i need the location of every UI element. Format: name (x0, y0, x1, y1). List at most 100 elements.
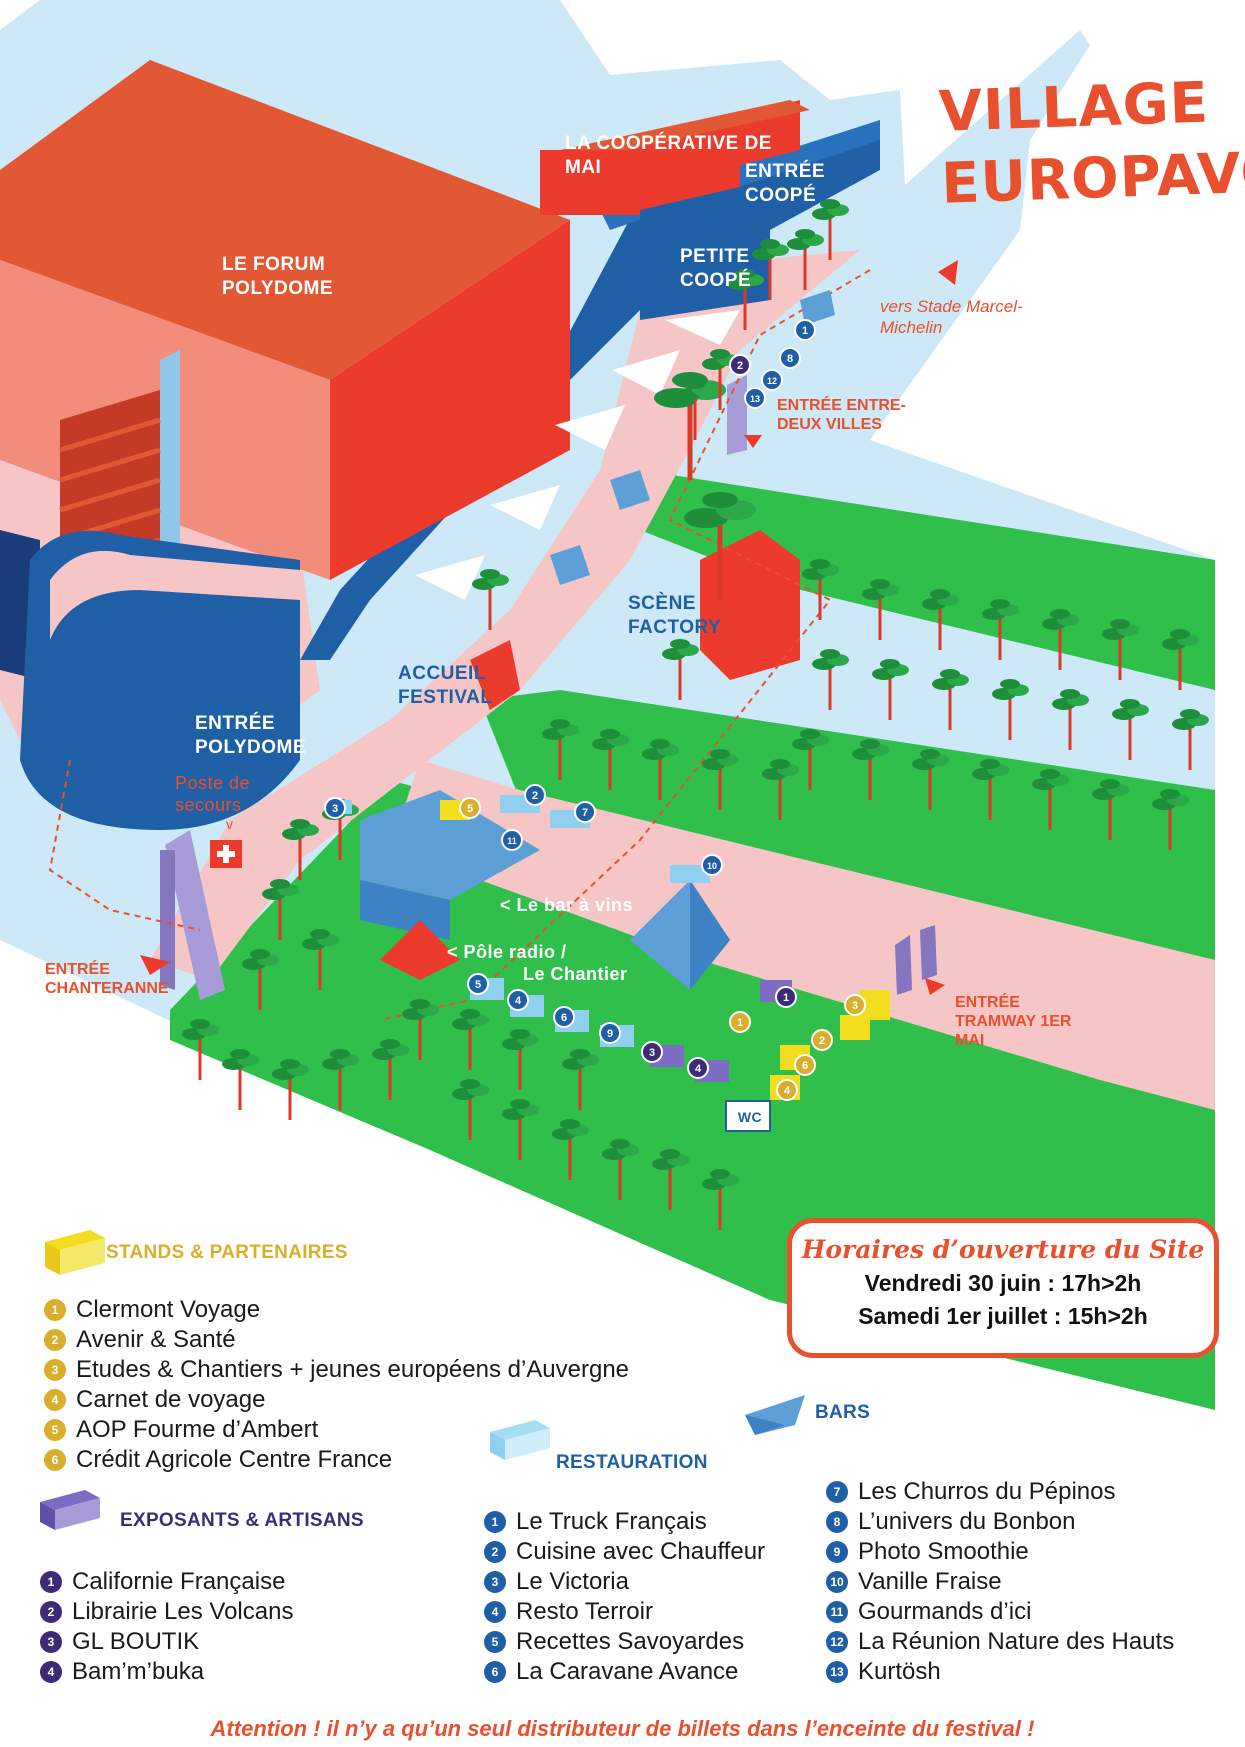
legend-label: Cuisine avec Chauffeur (516, 1538, 766, 1565)
map-marker-number: 1 (802, 325, 808, 337)
entrance-arches (160, 375, 937, 1000)
label-poste-arrow: v (226, 816, 234, 832)
legend-number: 12 (826, 1631, 848, 1653)
legend-number: 2 (40, 1601, 62, 1623)
title-line2: EUROPAVOX (940, 138, 1245, 217)
map-marker (701, 854, 723, 876)
map-marker-number: 5 (475, 979, 481, 991)
label-entree-polydome: ENTRÉE POLYDOME (195, 713, 306, 758)
entrance-stade: vers Stade Marcel-Michelin (880, 297, 1023, 337)
legend-item: 1 Californie Française (40, 1568, 285, 1596)
map-marker-number: 4 (515, 995, 522, 1007)
map-marker-number: 1 (737, 1017, 743, 1029)
legend-number: 6 (44, 1449, 66, 1471)
map-marker-number: 5 (467, 803, 473, 815)
meadow-east (640, 470, 1215, 690)
legend-item: 3 Le Victoria (484, 1568, 629, 1596)
polydome-wall (20, 530, 300, 830)
legend-label: Avenir & Santé (76, 1326, 236, 1353)
map-marker (844, 994, 866, 1016)
map-marker-number: 8 (787, 353, 793, 365)
legend-number: 3 (44, 1359, 66, 1381)
legend-label: Bam’m’buka (72, 1658, 205, 1685)
map-marker-number: 9 (607, 1028, 613, 1040)
scene-factory-tent (700, 530, 800, 680)
exposants-heading: EXPOSANTS & ARTISANS (120, 1510, 364, 1531)
legend-number: 3 (484, 1571, 506, 1593)
bars-heading: BARS (815, 1402, 871, 1423)
legend-item: 4 Bam’m’buka (40, 1658, 204, 1686)
map-marker-number: 13 (750, 394, 760, 404)
legend-number: 1 (40, 1571, 62, 1593)
atm-warning: Attention ! il n’y a qu’un seul distribu… (210, 1716, 1035, 1741)
hours-saturday: Samedi 1er juillet : 15h>2h (858, 1303, 1148, 1329)
map-marker (775, 986, 797, 1008)
bar-icon (745, 1395, 805, 1435)
legend-number: 11 (826, 1601, 848, 1623)
legend-number: 3 (40, 1631, 62, 1653)
main-path (150, 250, 860, 980)
map-marker (776, 1079, 798, 1101)
entrance-entre-deux: ENTRÉE ENTRE-DEUX VILLES (777, 397, 906, 433)
map-marker (779, 347, 801, 369)
map-marker (729, 1011, 751, 1033)
map-marker-number: 12 (767, 376, 777, 386)
opening-hours-box: Horaires d’ouverture du Site Vendredi 30… (787, 1218, 1219, 1358)
label-petite-coope: PETITE COOPÉ (680, 246, 752, 291)
legend-number: 1 (484, 1511, 506, 1533)
map-marker (687, 1057, 709, 1079)
label-le-chantier: Le Chantier (523, 964, 628, 984)
legend-label: Californie Française (72, 1568, 286, 1595)
map-marker-number: 4 (784, 1085, 791, 1097)
map-marker (729, 354, 751, 376)
legend-number: 4 (40, 1661, 62, 1683)
legend-label: Recettes Savoyardes (516, 1628, 745, 1655)
label-entree-coope: ENTRÉE COOPÉ (745, 161, 826, 206)
restauration-heading: RESTAURATION (556, 1452, 708, 1473)
map-marker (794, 319, 816, 341)
map-marker-number: 1 (783, 992, 789, 1004)
map-marker (507, 989, 529, 1011)
entrance-chanteranne: ENTRÉE CHANTERANNE (45, 961, 169, 997)
arrow-entre-deux-icon (744, 435, 762, 448)
legend-label: Resto Terroir (516, 1598, 653, 1625)
legend-label: Le Victoria (516, 1568, 629, 1595)
label-forum: LE FORUM POLYDOME (222, 254, 333, 299)
legend-number: 9 (826, 1541, 848, 1563)
legend-number: 8 (826, 1511, 848, 1533)
restauration-icon (490, 1420, 550, 1460)
map-marker-number: 3 (852, 1000, 858, 1012)
map-marker-number: 2 (737, 360, 743, 372)
map-marker-number: 6 (561, 1012, 567, 1024)
map-marker (467, 973, 489, 995)
legend-label: Gourmands d’ici (858, 1598, 1032, 1625)
legend-number: 4 (44, 1389, 66, 1411)
legend-label: La Caravane Avance (516, 1658, 739, 1685)
hours-title: Horaires d’ouverture du Site (801, 1235, 1205, 1264)
entrance-tramway: ENTRÉE TRAMWAY 1ER MAI (955, 994, 1072, 1049)
bar-a-vins-tent (360, 790, 540, 900)
stands-heading: STANDS & PARTENAIRES (106, 1242, 348, 1263)
legend-item: 3 GL BOUTIK (40, 1628, 199, 1656)
map-marker-number: 2 (819, 1035, 825, 1047)
legend-label: GL BOUTIK (72, 1628, 200, 1655)
arrow-stade-icon (938, 260, 958, 285)
legend-label: Carnet de voyage (76, 1386, 266, 1413)
map-marker (524, 784, 546, 806)
legend-item: 4 Carnet de voyage (44, 1386, 265, 1414)
map-marker-number: 6 (802, 1060, 808, 1072)
